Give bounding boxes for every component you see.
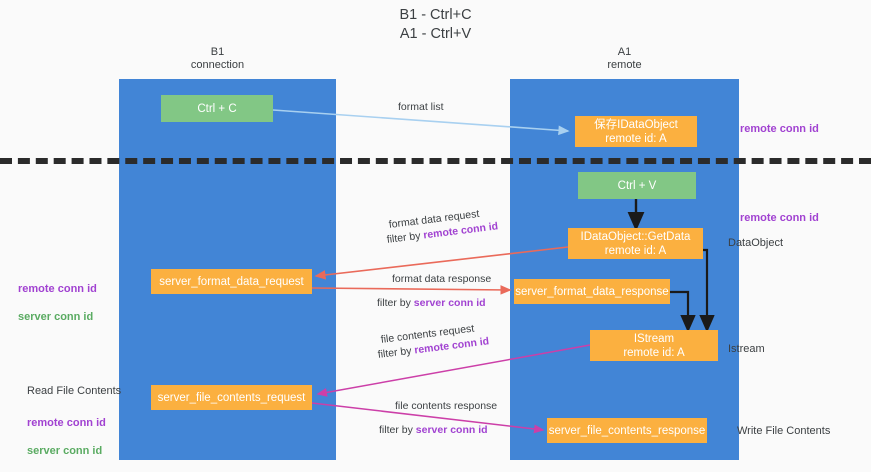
column-header-b1: B1 connection	[190, 46, 245, 71]
annotation-read-file-contents: Read File Contents	[27, 385, 122, 397]
annotation-istream: Istream	[728, 343, 765, 355]
node-idataobject[interactable]: 保存IDataObject remote id: A	[575, 116, 697, 147]
edge-format-data-response	[311, 285, 512, 295]
annotation-dataobject: DataObject	[728, 237, 784, 249]
annotation-left-server-conn-id: server conn id	[18, 311, 94, 323]
annotation-write-file-contents: Write File Contents	[737, 425, 831, 437]
node-server-format-data-response[interactable]: server_format_data_response	[514, 279, 670, 304]
node-server-file-contents-response[interactable]: server_file_contents_response	[547, 418, 707, 443]
annotation-left-remote-conn-id: remote conn id	[18, 283, 97, 295]
diagram-title: B1 - Ctrl+C A1 - Ctrl+V	[399, 7, 472, 42]
filter-key: server conn id	[415, 424, 488, 436]
edge-label-file-contents-response-filter: filter by server conn id	[379, 423, 488, 437]
node-idataobject-getdata[interactable]: IDataObject::GetData remote id: A	[568, 228, 703, 259]
annotation-remote-conn-id-mid: remote conn id	[740, 212, 819, 224]
filter-prefix: filter by	[379, 424, 416, 436]
node-istream[interactable]: IStream remote id: A	[590, 330, 718, 361]
section-divider	[0, 158, 871, 164]
edge-label-format-list: format list	[398, 101, 444, 113]
column-header-a1: A1 remote	[607, 46, 642, 71]
annotation-left-bottom-remote-conn-id: remote conn id	[27, 417, 106, 429]
annotation-left-bottom-conn-ids: remote conn id server conn id	[27, 402, 106, 472]
node-ctrl-v[interactable]: Ctrl + V	[578, 172, 696, 199]
edge-label-format-data-response-filter: filter by server conn id	[377, 296, 486, 310]
filter-prefix: filter by	[377, 344, 416, 361]
annotation-remote-conn-id-top: remote conn id	[740, 123, 819, 135]
annotation-left-bottom-server-conn-id: server conn id	[27, 445, 103, 457]
edge-label-format-data-response: format data response	[392, 273, 492, 285]
edge-label-file-contents-response: file contents response	[395, 400, 498, 412]
node-server-format-data-request[interactable]: server_format_data_request	[151, 269, 312, 294]
filter-prefix: filter by	[377, 297, 414, 309]
node-ctrl-c[interactable]: Ctrl + C	[161, 95, 273, 122]
annotation-left-conn-ids: remote conn id server conn id	[18, 268, 97, 338]
node-server-file-contents-request[interactable]: server_file_contents_request	[151, 385, 312, 410]
filter-key: server conn id	[413, 297, 486, 309]
filter-prefix: filter by	[386, 229, 425, 246]
